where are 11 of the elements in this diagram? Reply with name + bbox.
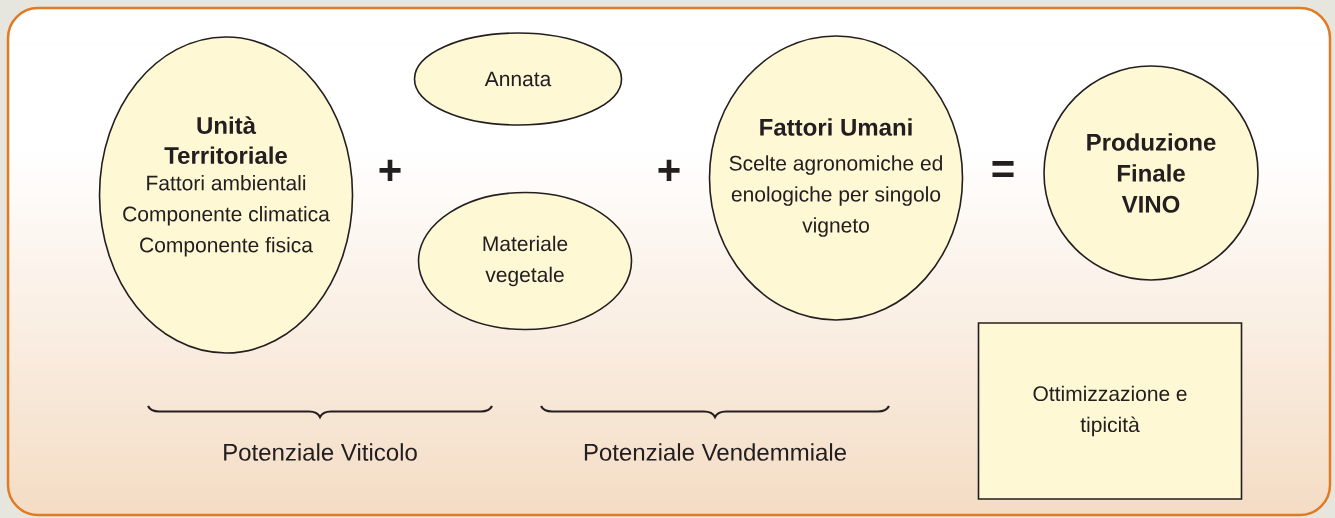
brace-caption: Potenziale Viticolo <box>224 443 417 461</box>
operator-sign: + <box>379 159 401 181</box>
brace-caption: Potenziale Vendemmiale <box>584 443 846 461</box>
operator-sign: + <box>658 159 680 181</box>
circle-node: Produzione Finale VINO <box>1043 65 1259 281</box>
operator-sign: = <box>992 161 1014 177</box>
ellipse-node: Annata <box>413 32 623 126</box>
text-box: Ottimizzazione e tipicità <box>977 322 1243 500</box>
ellipse-node: Fattori Umani Scelte agronomiche ed enologiche per singolo vigneto <box>708 35 964 321</box>
ellipse-node: Materiale vegetale <box>417 191 633 331</box>
ellipse-node: Unità Territoriale Fattori ambientali Componente climatica Componente fisica <box>98 36 354 354</box>
